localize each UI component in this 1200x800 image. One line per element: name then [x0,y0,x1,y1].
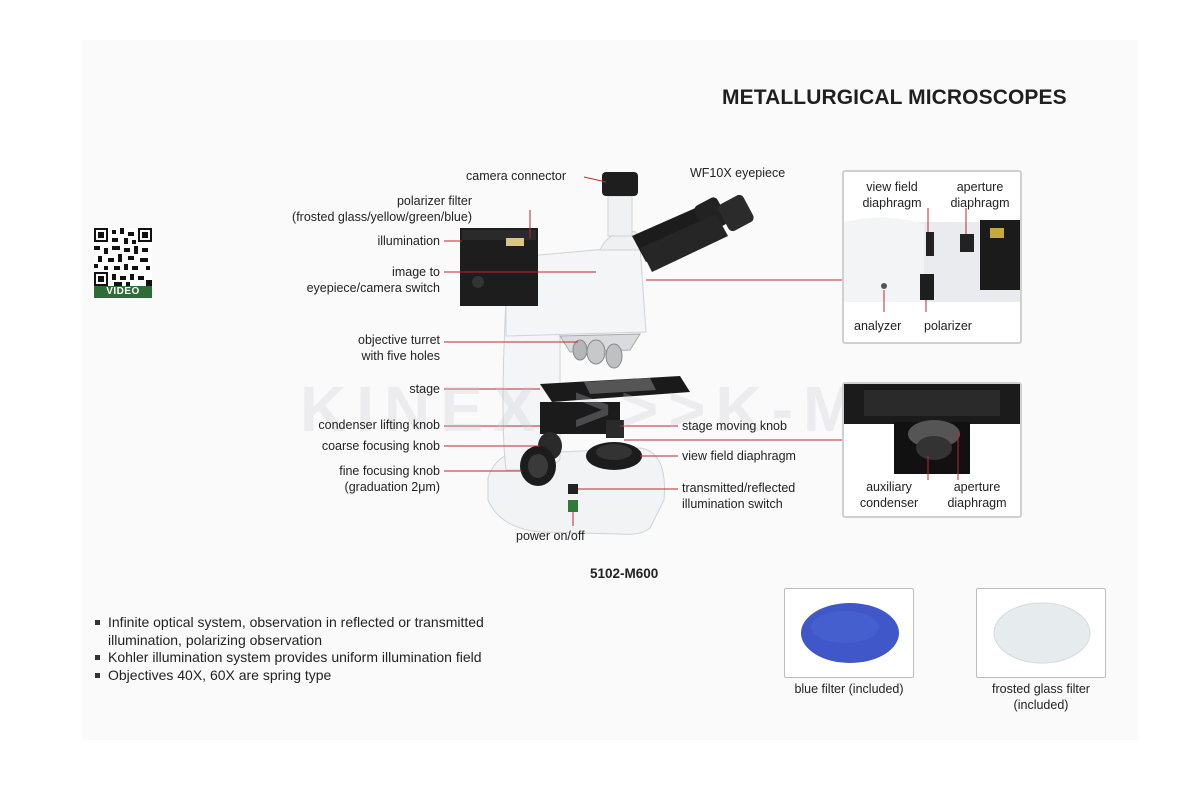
label-power: power on/off [516,529,585,543]
inset-label-view-field: view field diaphragm [862,180,922,210]
label-fine-focusing-knob: fine focusing knob (graduation 2μm) [339,464,440,494]
label-camera-connector: camera connector [466,169,567,183]
label-coarse-focusing-knob: coarse focusing knob [321,439,440,453]
feature-item: Kohler illumination system provides unif… [94,649,554,667]
inset-head-detail: view field diaphragm aperture diaphragm … [842,170,1022,344]
microscope-head [505,245,647,337]
frosted-filter-box [976,588,1106,678]
label-wf10x-eyepiece: WF10X eyepiece [690,166,786,180]
label-stage: stage [409,382,440,396]
camera-connector-tube [607,195,633,237]
page-title: METALLURGICAL MICROSCOPES [722,86,1067,109]
leader-lines [444,176,842,526]
feature-item: Infinite optical system, observation in … [94,614,554,649]
inset-condenser-illustration [844,384,1020,480]
inset-head-illustration [844,208,1020,312]
illumination-box [460,228,538,306]
eyepiece-tubes [632,194,754,272]
inset-label-aperture: aperture diaphragm [950,180,1010,210]
inset-condenser-detail: auxiliary condenser aperture diaphragm [842,382,1022,518]
illumination-switch [568,484,578,494]
inset-label-analyzer: analyzer [854,319,902,333]
label-image-switch: image to eyepiece/camera switch [306,265,440,295]
frosted-filter-caption: frosted glass filter (included) [992,682,1090,712]
label-illumination-switch: transmitted/reflected illumination switc… [682,481,796,511]
feature-item: Objectives 40X, 60X are spring type [94,667,554,685]
blue-filter-box [784,588,914,678]
feature-list: Infinite optical system, observation in … [94,614,554,684]
label-view-field-diaphragm: view field diaphragm [682,449,796,463]
blue-filter-caption: blue filter (included) [794,682,904,696]
frosted-filter-disc [993,602,1091,664]
label-polarizer-filter: polarizer filter (frosted glass/yellow/g… [292,194,472,224]
inset-label-polarizer: polarizer [924,319,972,333]
inset-label-aperture-diaphragm: aperture diaphragm [947,480,1007,510]
model-number: 5102-M600 [590,566,659,581]
label-illumination: illumination [377,234,440,248]
inset-label-auxiliary-condenser: auxiliary condenser [859,480,919,510]
label-objective-turret: objective turret with five holes [358,333,440,363]
qr-code-icon[interactable] [94,228,152,286]
video-badge[interactable]: VIDEO [94,286,152,298]
power-switch [568,500,578,512]
blue-filter-disc [801,603,899,663]
label-stage-moving-knob: stage moving knob [682,419,787,433]
label-condenser-lifting-knob: condenser lifting knob [318,418,440,432]
